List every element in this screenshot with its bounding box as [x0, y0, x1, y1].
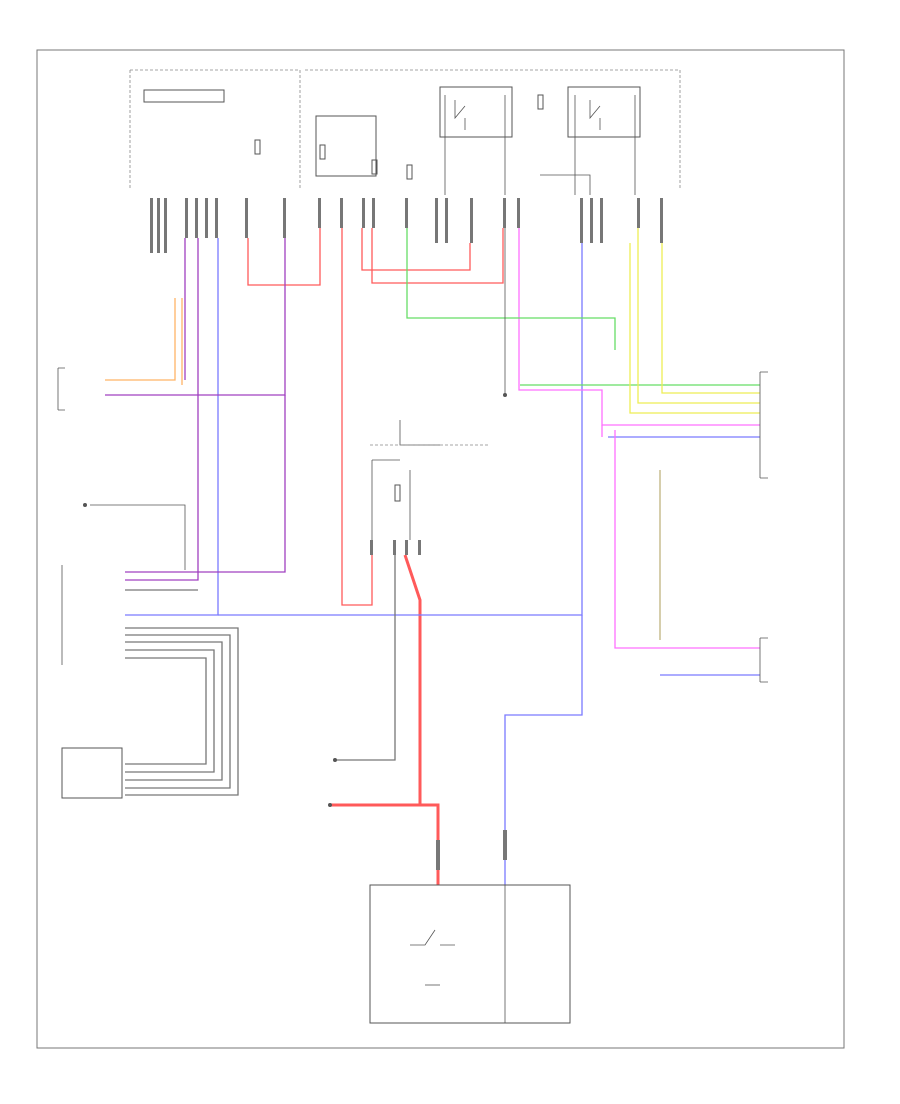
wires-red — [247, 228, 504, 885]
wire-pink-3 — [614, 430, 760, 649]
wire-gray-7 — [125, 657, 207, 765]
wire-violet-3 — [125, 238, 199, 581]
wire-red-3 — [361, 228, 471, 271]
wire-violet-1 — [105, 238, 286, 396]
wire-gray-5 — [125, 641, 223, 781]
wires-orange — [105, 298, 183, 385]
wire-red-4 — [371, 228, 504, 284]
wires-yellow — [629, 228, 760, 414]
starter-relay — [370, 444, 490, 555]
wires-green — [406, 228, 760, 386]
wire-blue-1 — [125, 238, 219, 616]
right-modules — [399, 371, 768, 683]
wire-red-starter — [403, 554, 440, 885]
wire-yellow-1 — [629, 243, 760, 414]
wire-gray-6 — [125, 649, 215, 773]
starter-motor — [369, 830, 571, 1024]
wire-gray-4 — [125, 634, 231, 789]
wire-red-2 — [341, 228, 373, 606]
left-modules — [57, 367, 123, 799]
wire-red-1 — [247, 228, 321, 286]
wire-green-1 — [406, 228, 616, 350]
wires-violet — [105, 238, 286, 581]
fuses — [254, 94, 544, 502]
wire-yellow-3 — [661, 243, 760, 394]
wire-violet-2 — [125, 395, 286, 573]
wires-pink — [518, 228, 760, 649]
wires-blue — [125, 238, 760, 885]
wire-gray-1 — [335, 555, 396, 761]
ground-markers — [83, 393, 507, 807]
relay-switches — [444, 95, 636, 195]
wire-pink-1 — [518, 228, 760, 426]
wire-orange-1 — [105, 298, 176, 381]
wire-yellow-2 — [637, 228, 760, 404]
wire-gray-3 — [125, 627, 239, 796]
wires-gray — [90, 228, 506, 796]
diagram-frame — [36, 49, 845, 1049]
top-enclosures — [129, 69, 681, 190]
connectors-top — [150, 198, 663, 253]
wire-blue-3 — [504, 615, 583, 885]
